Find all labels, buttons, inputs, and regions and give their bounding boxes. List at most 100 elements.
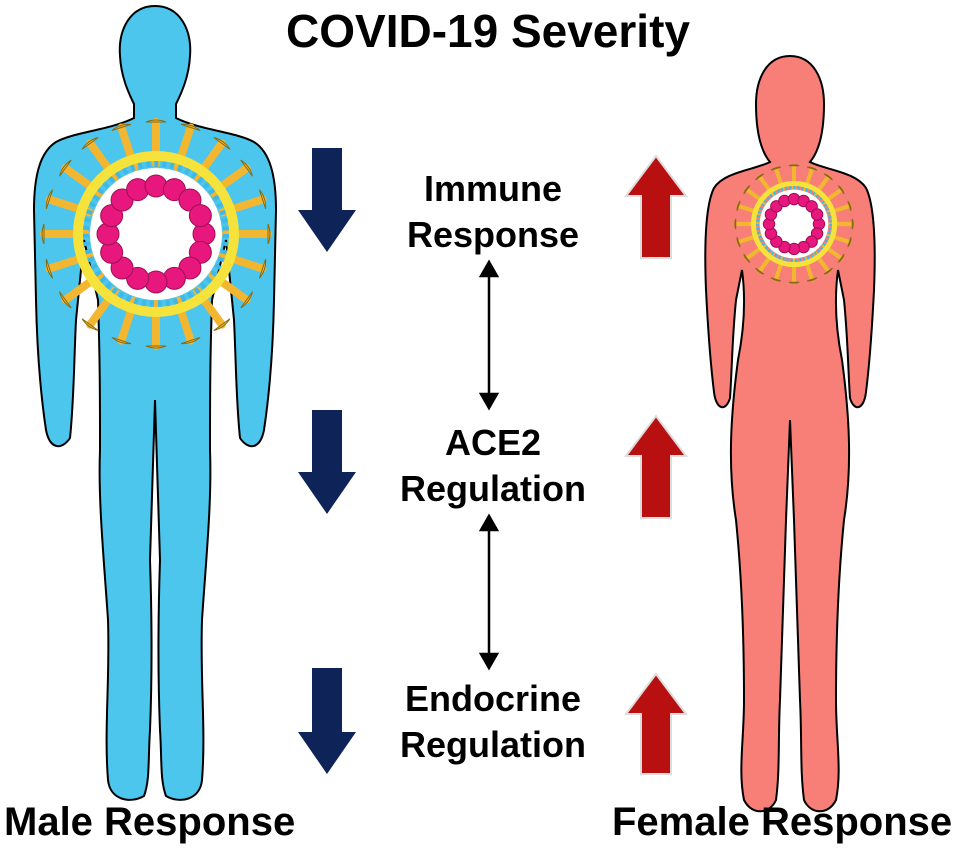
rna-bead [110, 256, 134, 280]
spike-head [145, 345, 167, 349]
male-virus-particle [40, 118, 272, 350]
spike-protein [773, 166, 785, 192]
spike-protein [86, 286, 119, 329]
rna-bead [126, 266, 150, 290]
spike-head [736, 200, 741, 212]
rna-bead [144, 270, 168, 294]
spike-head [111, 336, 132, 345]
virus-core [90, 168, 222, 300]
spike-head [59, 159, 72, 177]
spike-protein [813, 174, 831, 197]
spike-protein [826, 203, 852, 215]
spike-protein [813, 251, 831, 274]
spike-head [736, 236, 741, 248]
rna-bead [764, 227, 778, 240]
rna-bead [770, 200, 783, 213]
connector-ace2-endocrine [478, 513, 500, 671]
factor-ace2-regulation: ACE2 Regulation [380, 420, 606, 512]
spike-head [770, 277, 782, 282]
spike-protein [193, 286, 226, 329]
male-silhouette [32, 4, 278, 801]
female-virus-particle [733, 163, 855, 285]
spike-protein [773, 256, 785, 282]
spike-protein [61, 164, 104, 197]
spike-head [837, 253, 845, 263]
rna-bead [778, 194, 791, 208]
spike-head [240, 159, 253, 177]
spike-protein [61, 271, 104, 304]
factor-immune-response: Immune Response [380, 166, 606, 258]
factor-endocrine-regulation: Endocrine Regulation [380, 676, 606, 768]
factor-line-1: Endocrine [404, 678, 582, 719]
spike-protein [208, 271, 251, 304]
female-immune-up-arrow [624, 154, 688, 259]
rna-bead [810, 208, 824, 221]
factor-line-2: Regulation [400, 468, 586, 509]
rna-bead [805, 235, 818, 248]
spike-head [847, 236, 852, 248]
rna-bead [96, 222, 120, 246]
spike-head [81, 137, 99, 150]
diagram-title: COVID-19 Severity [286, 5, 690, 57]
spike-protein [86, 139, 119, 182]
rna-bead [797, 194, 810, 208]
spike-head [743, 253, 751, 263]
female-silhouette [704, 54, 876, 813]
spike-protein [821, 243, 844, 261]
spike-protein [218, 195, 267, 217]
spike-head [45, 258, 54, 279]
spike-protein [736, 233, 762, 245]
spike-head [788, 164, 800, 167]
spike-protein [736, 203, 762, 215]
spike-head [111, 123, 132, 132]
male-immune-down-arrow [298, 148, 356, 252]
spike-head [755, 267, 765, 275]
spike-head [734, 218, 737, 230]
spike-protein [45, 251, 94, 273]
rna-bead [110, 188, 134, 212]
rna-bead [812, 217, 826, 231]
rna-bead [810, 227, 824, 240]
rna-bead [162, 178, 186, 202]
spike-head [770, 166, 782, 171]
spike-head [743, 185, 751, 195]
spike-head [59, 291, 72, 309]
spike-head [258, 258, 267, 279]
spike-protein [757, 251, 775, 274]
rna-bead [764, 208, 778, 221]
spike-head [837, 185, 845, 195]
spike-head [847, 200, 852, 212]
factor-line-2: Regulation [400, 724, 586, 765]
male-ace2-down-arrow [298, 410, 356, 514]
envelope-outer [73, 151, 239, 317]
spike-head [41, 223, 45, 245]
connector-immune-ace2 [478, 259, 500, 411]
rna-bead [188, 204, 212, 228]
virus-core [759, 189, 829, 259]
spike-head [755, 173, 765, 181]
rna-bead [762, 217, 776, 231]
spike-head [45, 189, 54, 210]
rna-bead [162, 266, 186, 290]
spike-head [806, 166, 818, 171]
factor-line-2: Response [406, 214, 580, 255]
rna-bead [192, 222, 216, 246]
rna-bead [787, 192, 801, 206]
spike-head [823, 173, 833, 181]
spike-protein [744, 187, 767, 205]
rna-bead [178, 188, 202, 212]
envelope-outer [750, 180, 838, 268]
spike-head [806, 277, 818, 282]
rna-bead [770, 235, 783, 248]
spike-protein [117, 296, 139, 345]
spike-protein [803, 166, 815, 192]
spike-protein [208, 164, 251, 197]
spike-protein [173, 123, 195, 172]
rna-bead [787, 242, 801, 256]
spike-head [180, 336, 201, 345]
spike-protein [744, 243, 767, 261]
envelope-inner [83, 161, 229, 307]
spike-protein [193, 139, 226, 182]
spike-head [213, 137, 231, 150]
rna-bead [778, 240, 791, 254]
